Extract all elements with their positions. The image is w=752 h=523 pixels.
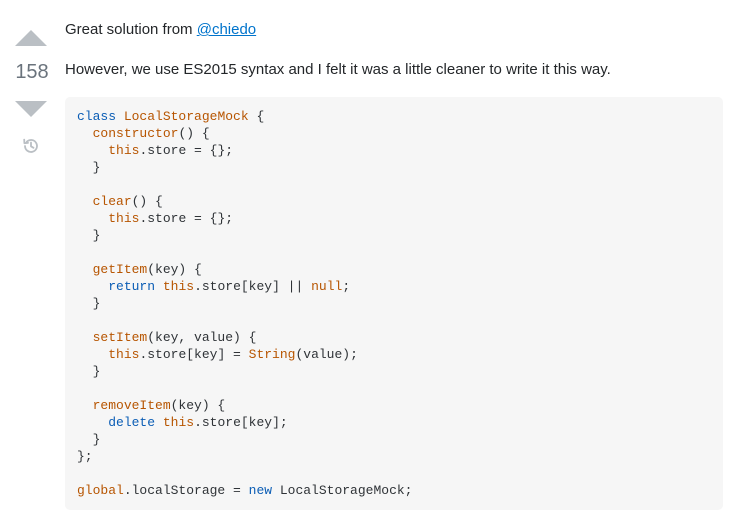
code-line: global.localStorage = new LocalStorageMo… xyxy=(77,483,413,498)
intro-paragraph: Great solution from @chiedo xyxy=(65,20,256,40)
code-line: } xyxy=(77,364,101,379)
code-line: } xyxy=(77,432,101,447)
explanation-paragraph: However, we use ES2015 syntax and I felt… xyxy=(65,61,611,78)
code-line: } xyxy=(77,160,101,175)
code-line: setItem(key, value) { xyxy=(92,330,257,345)
code-line: getItem(key) { xyxy=(92,262,202,277)
code-content: class LocalStorageMock { constructor() {… xyxy=(77,108,412,499)
upvote-arrow-icon[interactable] xyxy=(15,30,47,46)
code-line: return this.store[key] || null; xyxy=(108,279,351,294)
code-line: delete this.store[key]; xyxy=(108,415,288,430)
vote-count: 158 xyxy=(15,61,49,83)
code-line: this.store = {}; xyxy=(108,211,234,226)
history-icon[interactable] xyxy=(22,137,40,155)
code-block: class LocalStorageMock { constructor() {… xyxy=(65,97,723,510)
downvote-arrow-icon[interactable] xyxy=(15,101,47,117)
code-line: clear() { xyxy=(92,194,163,209)
code-line: removeItem(key) { xyxy=(92,398,226,413)
code-line: } xyxy=(77,228,101,243)
code-line: constructor() { xyxy=(92,126,210,141)
user-mention-link[interactable]: @chiedo xyxy=(196,21,257,38)
code-line: this.store = {}; xyxy=(108,143,234,158)
code-line: }; xyxy=(77,449,93,464)
code-line: this.store[key] = String(value); xyxy=(108,347,358,362)
intro-text: Great solution from xyxy=(65,21,197,38)
code-line: class LocalStorageMock { xyxy=(77,109,265,124)
code-line: } xyxy=(77,296,101,311)
